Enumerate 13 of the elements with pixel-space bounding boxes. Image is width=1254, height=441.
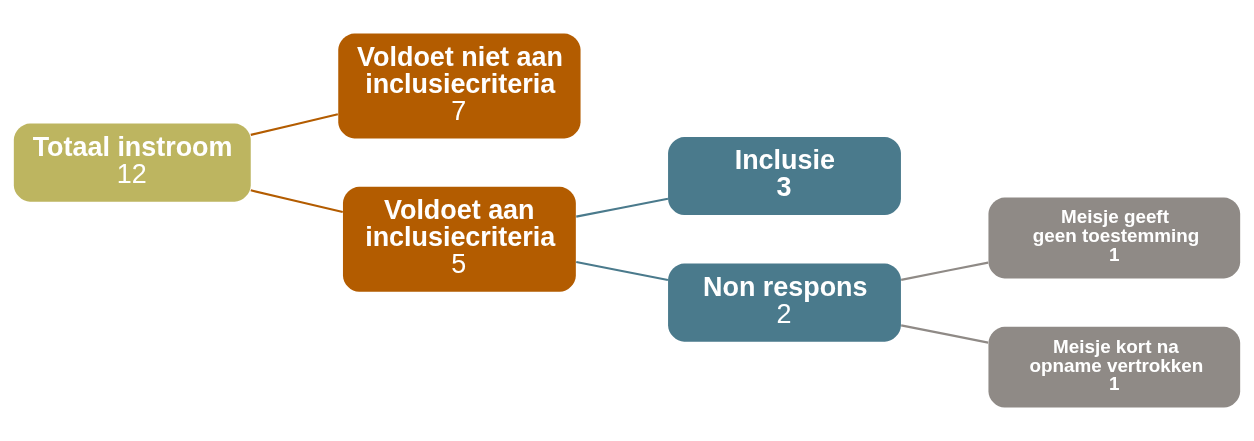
- node-box: Voldoet niet aan inclusiecriteria 7: [338, 33, 581, 139]
- connector: [250, 189, 343, 214]
- node-box: Voldoet aan inclusiecriteria 5: [342, 186, 576, 292]
- node-box: Inclusie 3: [668, 137, 901, 216]
- node-box: Meisje geeft geen toestemming 1: [988, 197, 1241, 279]
- connector: [576, 197, 669, 218]
- node-box: Non respons 2: [668, 263, 901, 342]
- connector: [900, 324, 989, 344]
- node-box: Totaal instroom 12: [13, 123, 251, 202]
- connector: [250, 113, 339, 136]
- node-box: Meisje kort na opname vertrokken 1: [988, 326, 1241, 408]
- connector: [900, 261, 989, 281]
- connector: [576, 260, 669, 282]
